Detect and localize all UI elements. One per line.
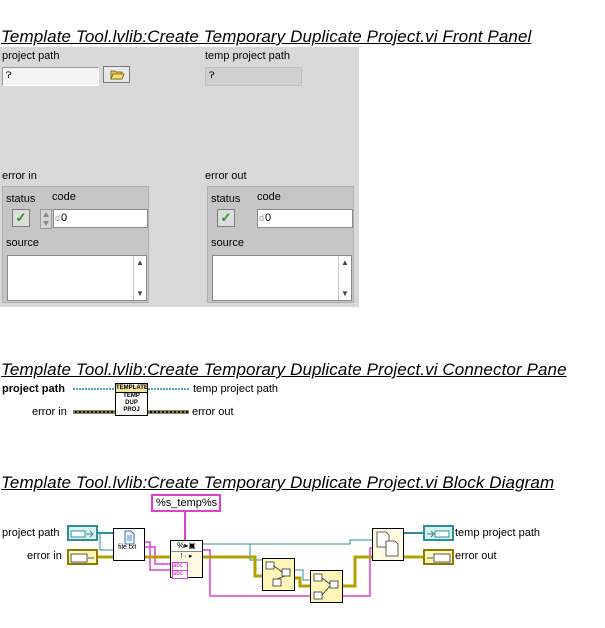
status-indicator: ✓	[217, 209, 235, 227]
vi-icon-line: TEMP	[123, 393, 140, 399]
browse-button[interactable]	[103, 66, 130, 83]
project-path-input[interactable]: Ɂ	[2, 67, 99, 86]
front-panel: project path Ɂ temp project path Ɂ error…	[0, 47, 359, 307]
scroll-down-icon[interactable]: ▼	[341, 289, 349, 298]
temp-project-path-label: temp project path	[205, 50, 290, 62]
error-cluster-icon	[70, 553, 94, 563]
block-diagram-heading: Template Tool.lvlib:Create Temporary Dup…	[1, 473, 555, 492]
scroll-up-icon[interactable]: ▲	[341, 258, 349, 267]
format-string-constant[interactable]: %s_temp%s	[151, 494, 221, 512]
error-cluster-icon	[427, 553, 451, 563]
path-terminal-icon	[70, 530, 94, 538]
format-into-string-node[interactable]: %▸▣ ! · ▸ abc abc	[170, 540, 203, 579]
source-scrollbar[interactable]: ▲ ▼	[133, 256, 146, 300]
cp-project-path-label: project path	[2, 383, 65, 395]
vi-icon-line: TEMPLATE	[116, 385, 148, 393]
format-node-glyph: ! · ▸	[180, 553, 193, 560]
strip-path-node[interactable]: file.txt	[113, 528, 145, 561]
format-string-icon: %▸▣	[171, 541, 202, 552]
bd-temp-project-path-label: temp project path	[455, 527, 540, 539]
temp-project-path-terminal[interactable]	[423, 525, 454, 541]
subvi-node-1[interactable]	[262, 558, 295, 591]
vi-icon-line: DUP	[125, 400, 138, 406]
error-out-terminal[interactable]	[423, 549, 454, 565]
radix-indicator: d	[259, 213, 265, 223]
connector-pane-heading: Template Tool.lvlib:Create Temporary Dup…	[1, 360, 567, 379]
cp-error-in-label: error in	[32, 406, 67, 418]
bd-error-in-label: error in	[27, 550, 62, 562]
project-path-terminal[interactable]	[67, 525, 98, 541]
file-icon	[124, 530, 135, 545]
temp-project-path-indicator: Ɂ	[205, 67, 302, 86]
code-spinner[interactable]	[40, 209, 52, 229]
copy-file-icon	[376, 531, 399, 557]
source-indicator: ▲ ▼	[212, 255, 352, 301]
abc-input: abc	[172, 570, 188, 579]
cp-error-out-label: error out	[192, 406, 234, 418]
project-path-label: project path	[2, 50, 60, 62]
vi-icon[interactable]: TEMPLATE TEMP DUP PROJ	[115, 383, 148, 416]
source-scrollbar[interactable]: ▲ ▼	[338, 256, 351, 300]
status-label: status	[6, 193, 36, 205]
scroll-down-icon[interactable]: ▼	[136, 289, 144, 298]
subvi-node-2[interactable]	[310, 570, 343, 603]
front-panel-heading: Template Tool.lvlib:Create Temporary Dup…	[1, 27, 532, 46]
file-node-label: file.txt	[118, 544, 137, 551]
source-label: source	[211, 237, 245, 249]
connector-pane-wires	[73, 388, 190, 414]
cp-temp-project-path-label: temp project path	[193, 383, 278, 395]
error-in-label: error in	[2, 170, 37, 182]
code-label: code	[257, 191, 281, 203]
hierarchy-icon	[313, 573, 339, 600]
block-diagram-wires	[98, 512, 423, 597]
bd-project-path-label: project path	[2, 527, 60, 539]
bd-error-out-label: error out	[455, 550, 497, 562]
hierarchy-icon	[265, 561, 291, 587]
source-field[interactable]: ▲ ▼	[7, 255, 147, 301]
folder-icon	[110, 70, 125, 80]
error-in-terminal[interactable]	[67, 549, 98, 565]
radix-indicator: d	[55, 213, 61, 223]
source-label: source	[6, 237, 40, 249]
green-check-icon: ✓	[220, 210, 232, 225]
code-label: code	[52, 191, 76, 203]
green-check-icon: ✓	[15, 210, 27, 225]
scroll-up-icon[interactable]: ▲	[136, 258, 144, 267]
error-out-label: error out	[205, 170, 247, 182]
status-checkbox[interactable]: ✓	[12, 209, 30, 227]
path-terminal-icon	[427, 530, 450, 538]
code-value: 0	[265, 212, 272, 224]
path-icon: Ɂ	[209, 71, 215, 81]
build-path-node[interactable]	[372, 528, 404, 561]
vi-icon-line: PROJ	[123, 407, 140, 413]
status-label: status	[211, 193, 241, 205]
path-icon: Ɂ	[6, 71, 12, 81]
code-value: 0	[61, 212, 68, 224]
